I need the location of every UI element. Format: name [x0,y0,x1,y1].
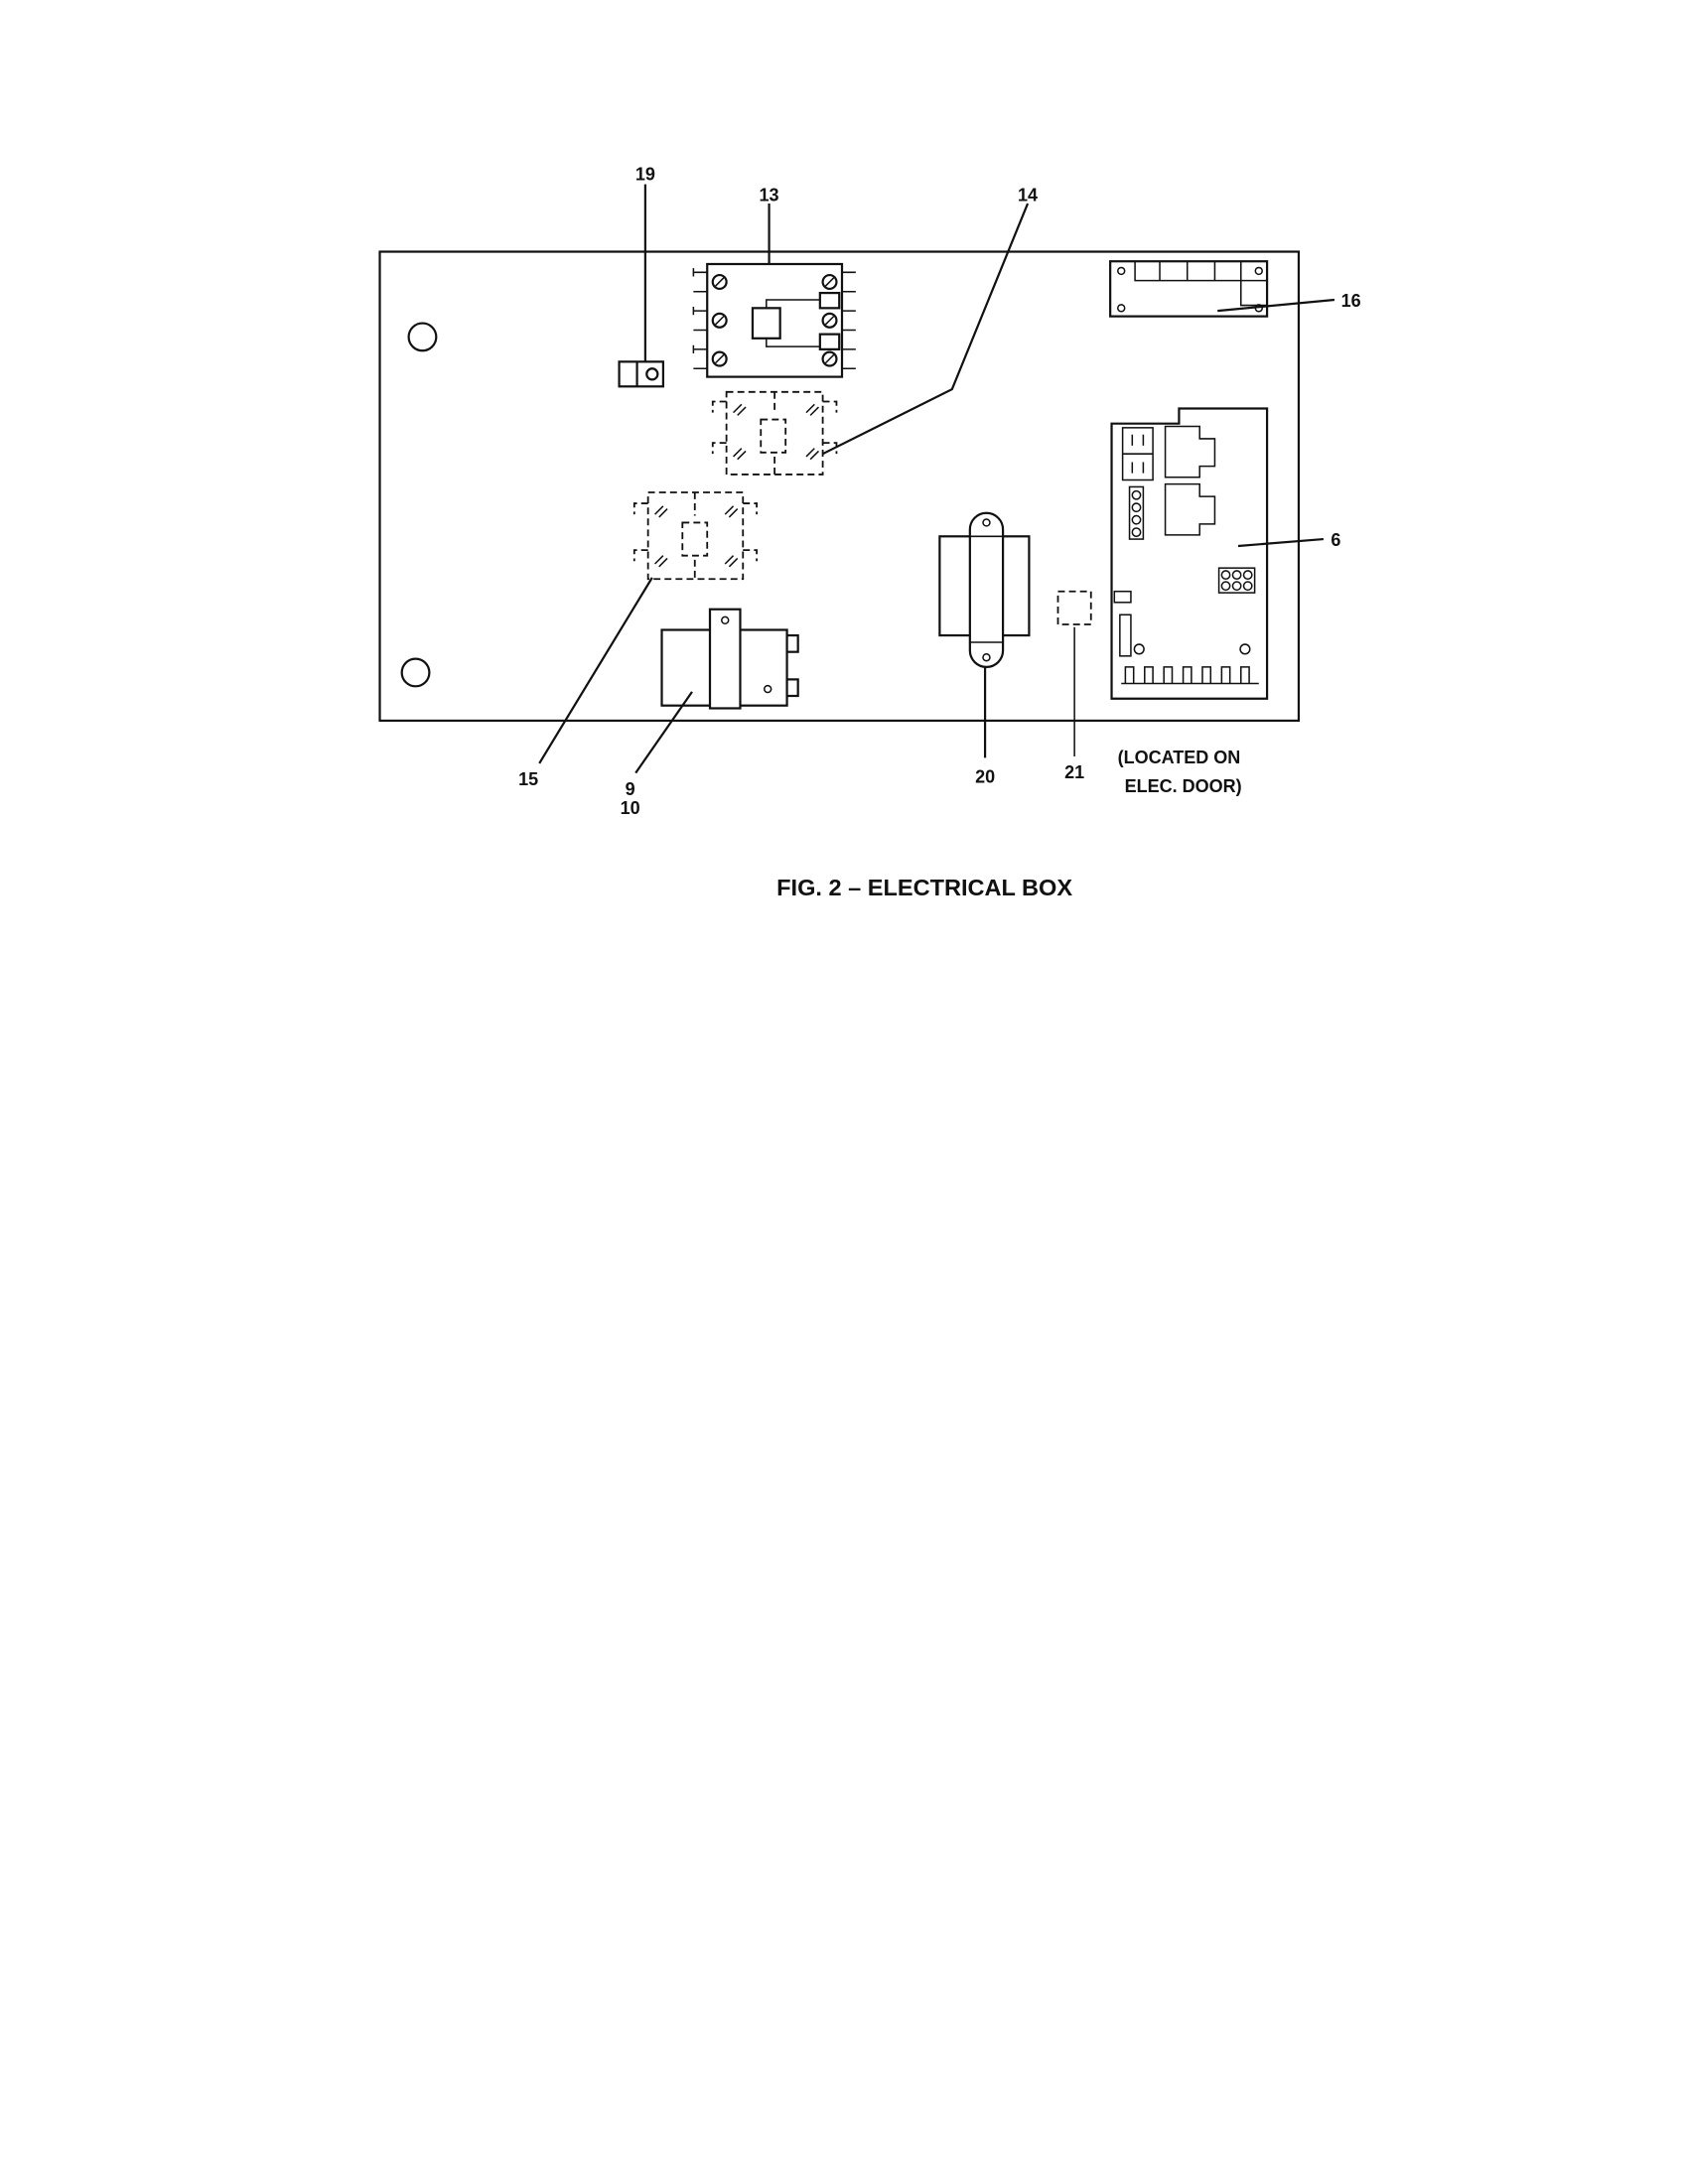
callout-9: 9 [626,779,635,799]
location-note-line1: (LOCATED ON [1118,748,1241,767]
callout-14: 14 [1018,185,1038,205]
location-note-line2: ELEC. DOOR) [1125,776,1242,796]
part-14-relay [711,203,1030,476]
mounting-hole [407,322,438,352]
part-21-door-component [1056,590,1092,756]
callout-10: 10 [621,798,640,818]
callout-13: 13 [760,185,779,205]
part-16-board [1109,260,1335,318]
mounting-hole [400,657,431,688]
callout-16: 16 [1341,291,1361,311]
part-20-transformer [938,511,1031,758]
part-9-10-component [634,608,799,774]
callout-19: 19 [635,164,655,184]
part-15-relay [538,491,759,764]
callout-21: 21 [1064,762,1084,782]
figure-caption: FIG. 2 – ELECTRICAL BOX [776,875,1072,900]
part-19-terminal [618,184,665,388]
part-13-contactor [692,204,856,378]
part-6-control-board [1110,407,1324,700]
callout-15: 15 [518,769,538,789]
callout-6: 6 [1331,530,1340,550]
electrical-box-panel [378,250,1301,723]
callout-20: 20 [975,766,995,786]
